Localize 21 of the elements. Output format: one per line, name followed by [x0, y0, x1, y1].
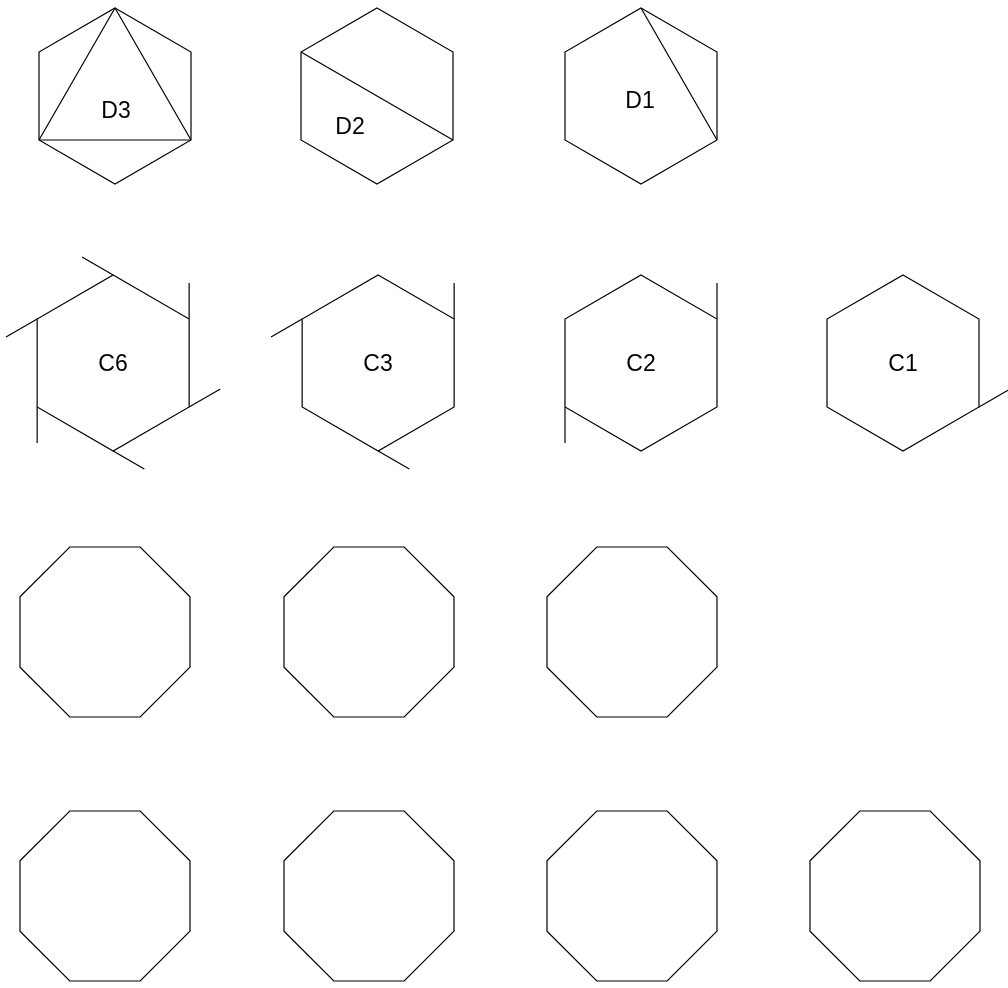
hexagon-symbol [564, 7, 718, 185]
octagon-shape [546, 810, 718, 982]
octagon-shape [546, 546, 718, 718]
hexagon-symbol [564, 274, 718, 452]
hexagon-symbol [269, 274, 455, 471]
hexagon-symbol [38, 7, 192, 185]
symmetry-label: D3 [101, 98, 131, 122]
hexagon-symbol [826, 274, 1008, 452]
symmetry-label: D1 [625, 88, 655, 112]
symmetry-label: C1 [888, 351, 918, 375]
symmetry-label: C6 [98, 351, 128, 375]
symmetry-label: C3 [363, 351, 393, 375]
symmetry-label: C2 [626, 351, 656, 375]
symmetry-label: D2 [335, 114, 365, 138]
octagon-shape [19, 546, 191, 718]
octagon-shape [283, 810, 455, 982]
octagon-shape [283, 546, 455, 718]
octagon-shape [809, 810, 981, 982]
octagon-shape [19, 810, 191, 982]
hexagon-symbol [300, 7, 454, 185]
hexagon-symbol [4, 255, 222, 470]
